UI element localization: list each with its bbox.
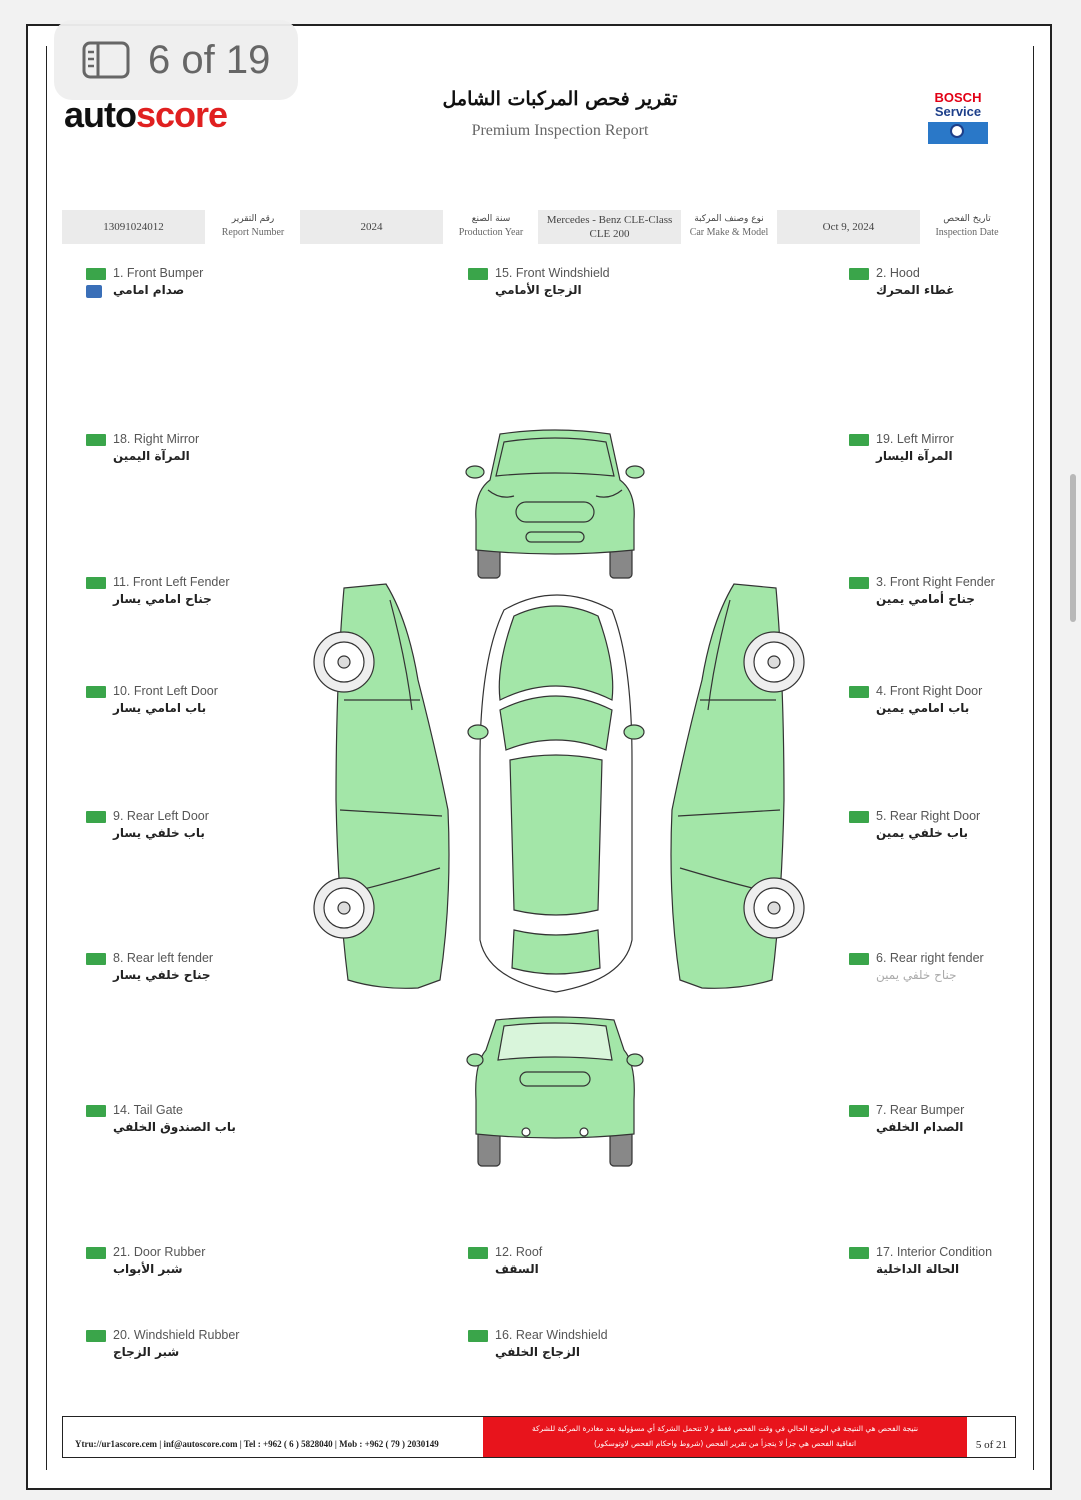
status-ok-indicator xyxy=(86,953,106,965)
status-ok-indicator xyxy=(468,268,488,280)
footer-disclaimer: نتيجة الفحص هي النتيجة في الوضع الحالي ف… xyxy=(483,1417,967,1457)
car-rear-view[interactable] xyxy=(466,1016,644,1167)
car-left-side-view[interactable] xyxy=(313,583,450,989)
report-number-value: 13091024012 xyxy=(62,210,205,244)
status-ok-indicator xyxy=(849,1105,869,1117)
car-top-view[interactable] xyxy=(467,594,645,993)
footer-contact: Ytru://ur1ascore.cem | inf@autoscore.com… xyxy=(75,1439,439,1449)
page-frame xyxy=(46,46,1034,1470)
status-ok-indicator xyxy=(849,268,869,280)
page-indicator-text: 6 of 19 xyxy=(148,37,271,82)
autoscore-logo: autoscore xyxy=(64,94,228,135)
page-indicator[interactable]: 6 of 19 xyxy=(54,20,298,100)
status-ok-indicator xyxy=(86,686,106,698)
status-ok-indicator xyxy=(849,686,869,698)
report-title-english: Premium Inspection Report xyxy=(471,122,649,139)
status-ok-indicator xyxy=(849,577,869,589)
status-ok-indicator xyxy=(86,1247,106,1259)
car-body-diagram xyxy=(313,429,805,1167)
status-ok-indicator xyxy=(468,1330,488,1342)
report-title-arabic: تقرير فحص المركبات الشامل xyxy=(442,88,678,110)
status-ok-indicator xyxy=(468,1247,488,1259)
status-ok-indicator xyxy=(86,1105,106,1117)
sidebar-toggle-icon[interactable] xyxy=(82,41,130,79)
car-front-view[interactable] xyxy=(465,429,645,579)
car-right-side-view[interactable] xyxy=(670,583,805,989)
status-ok-indicator xyxy=(86,434,106,446)
status-ok-indicator xyxy=(86,268,106,280)
page-footer: Ytru://ur1ascore.cem | inf@autoscore.com… xyxy=(62,1416,1016,1458)
inspection-date-value: Oct 9, 2024 xyxy=(777,210,920,244)
footer-page-number: 5 of 21 xyxy=(975,1439,1007,1451)
scrollbar-thumb[interactable] xyxy=(1070,474,1076,622)
status-ok-indicator xyxy=(849,1247,869,1259)
bosch-service-logo: BOSCH Service xyxy=(928,84,988,144)
status-ok-indicator xyxy=(86,577,106,589)
status-ok-indicator xyxy=(849,953,869,965)
status-ok-indicator xyxy=(849,434,869,446)
status-ok-indicator xyxy=(849,811,869,823)
camera-icon[interactable] xyxy=(86,285,102,298)
status-ok-indicator xyxy=(86,811,106,823)
status-ok-indicator xyxy=(86,1330,106,1342)
production-year-value: 2024 xyxy=(300,210,443,244)
